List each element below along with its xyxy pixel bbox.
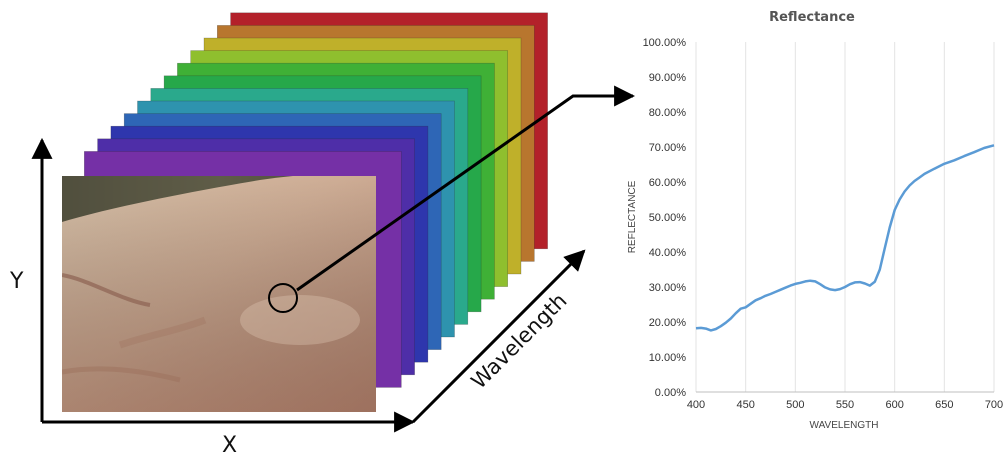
- reflectance-series-line: [695, 144, 995, 332]
- skin-photo: [62, 176, 376, 412]
- y-tick-label: 70.00%: [649, 142, 687, 154]
- wavelength-axis-arrow: [411, 249, 586, 424]
- reflectance-chart: Reflectance 0.00% 10.00% 20.00% 30.00% 40.00…: [627, 10, 1003, 431]
- x-tick-label: 700: [985, 399, 1003, 411]
- sample-point-circle: [268, 283, 298, 313]
- y-tick-label: 40.00%: [649, 247, 687, 259]
- y-tick-label: 80.00%: [649, 107, 687, 119]
- chart-y-axis-title: REFLECTANCE: [627, 180, 638, 253]
- wavelength-label: Wavelength: [467, 288, 572, 393]
- x-tick-label: 500: [786, 399, 804, 411]
- x-tick-label: 550: [836, 399, 854, 411]
- x-tick-labels: 400 450 500 550 600 650 700: [687, 399, 1003, 411]
- y-tick-label: 20.00%: [649, 317, 687, 329]
- y-tick-label: 30.00%: [649, 282, 687, 294]
- y-tick-label: 0.00%: [655, 387, 686, 399]
- y-tick-label: 10.00%: [649, 352, 687, 364]
- leader-arrow: [296, 85, 636, 292]
- y-axis-label: Y: [9, 269, 24, 294]
- x-tick-label: 400: [687, 399, 705, 411]
- x-tick-label: 650: [935, 399, 953, 411]
- x-tick-label: 450: [736, 399, 754, 411]
- y-tick-label: 90.00%: [649, 72, 687, 84]
- y-tick-label: 50.00%: [649, 212, 687, 224]
- x-tick-label: 600: [885, 399, 903, 411]
- chart-grid: [695, 42, 995, 392]
- chart-title: Reflectance: [769, 10, 855, 25]
- y-tick-label: 60.00%: [649, 177, 687, 189]
- chart-x-axis-title: WAVELENGTH: [810, 420, 879, 431]
- y-tick-labels: 0.00% 10.00% 20.00% 30.00% 40.00% 50.00% 60.00…: [643, 37, 687, 399]
- y-tick-label: 100.00%: [643, 37, 687, 49]
- x-axis-label: X: [222, 433, 237, 457]
